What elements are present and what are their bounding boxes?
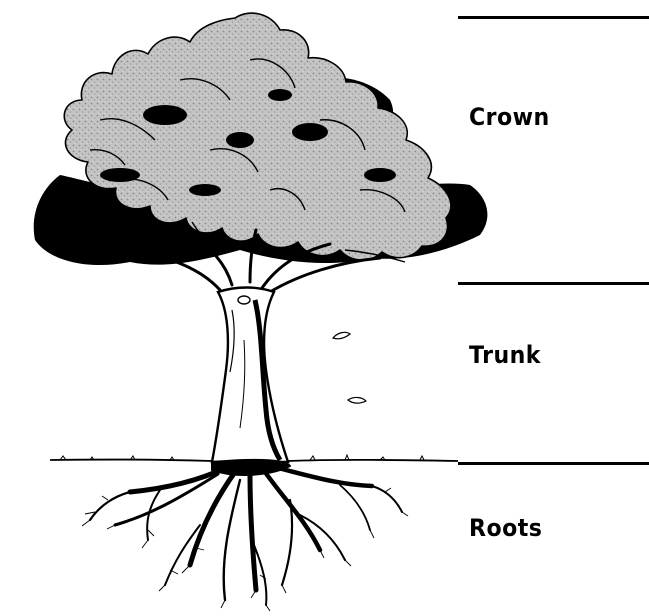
label-crown: Crown — [469, 103, 550, 131]
divider-line-top — [458, 16, 649, 19]
divider-line-crown-trunk — [458, 282, 649, 285]
trunk — [212, 288, 288, 463]
divider-line-trunk-roots — [458, 462, 649, 465]
roots — [90, 460, 402, 605]
label-trunk: Trunk — [469, 341, 541, 369]
falling-leaves — [333, 332, 366, 403]
label-roots: Roots — [469, 514, 542, 542]
